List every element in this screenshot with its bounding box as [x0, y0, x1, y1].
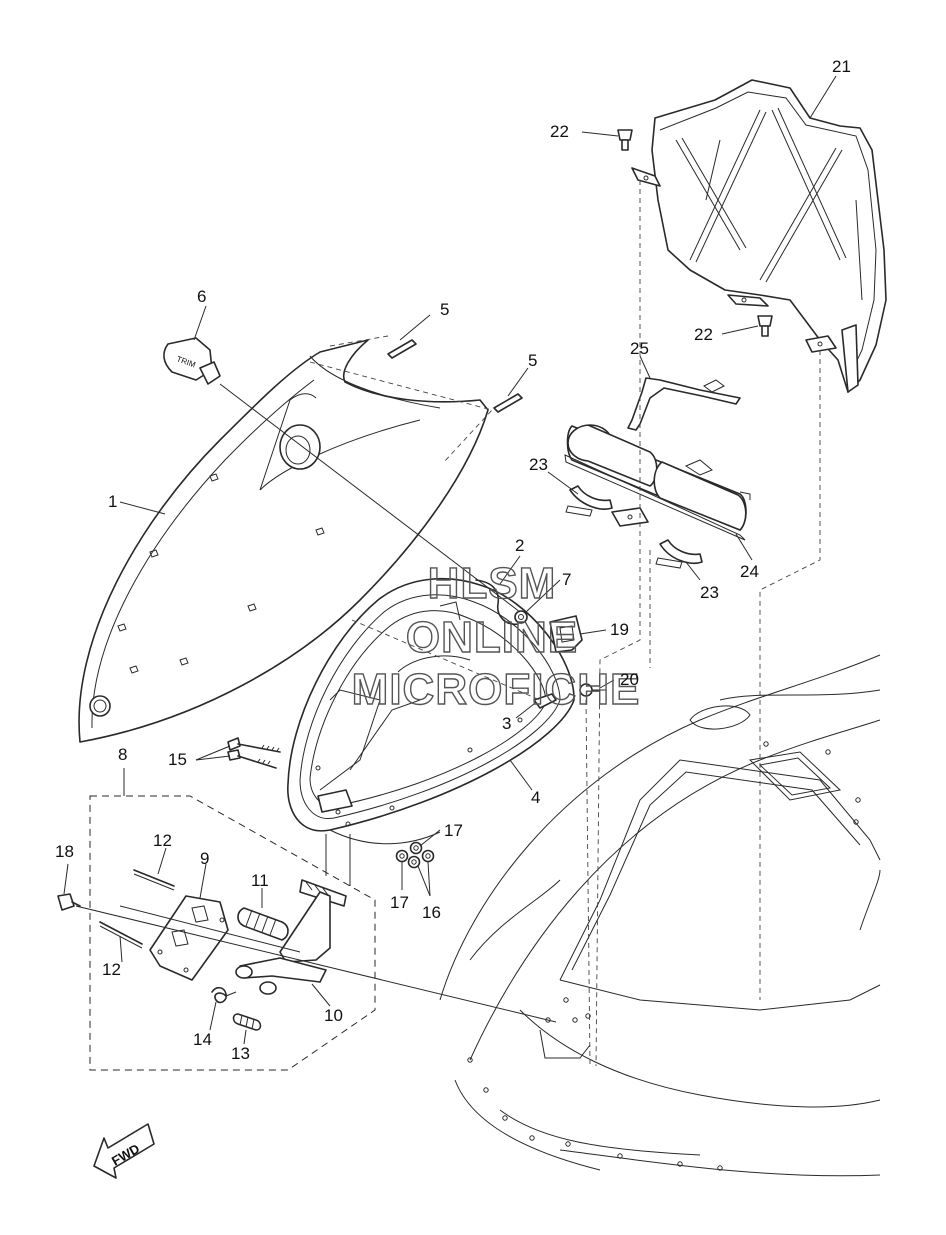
callout-23b: 23: [700, 583, 719, 602]
part-5-pad-lower: [493, 393, 523, 413]
callout-labels: 1 2 3 4 5 5 6 7 8 9 10 11 12 12 13 14 15…: [55, 57, 851, 1063]
part-16-17-nuts: [395, 841, 435, 869]
part-15-bolts: [227, 737, 281, 769]
callout-21: 21: [832, 57, 851, 76]
part-1-hood-cover: [78, 335, 493, 743]
part-18-bolt: [57, 893, 81, 911]
part-6-trim-switch: TRIM: [163, 337, 221, 385]
callout-7: 7: [562, 570, 571, 589]
part-22-clip-lower: [757, 315, 773, 337]
watermark: HLSM ONLINE MICROFICHE: [351, 558, 641, 714]
callout-23a: 23: [529, 455, 548, 474]
part-10-lever: [235, 879, 347, 995]
part-5-pad-upper: [387, 339, 417, 359]
part-19-bracket: [549, 615, 583, 653]
callout-18: 18: [55, 842, 74, 861]
callout-24: 24: [740, 562, 759, 581]
callout-14: 14: [193, 1030, 212, 1049]
hull-deck-outline: [439, 654, 881, 1177]
callout-19: 19: [610, 620, 629, 639]
callout-3: 3: [502, 714, 511, 733]
part-20-screw: [579, 683, 606, 697]
callout-2: 2: [515, 536, 524, 555]
callout-6: 6: [197, 287, 206, 306]
part-23-band-upper: [565, 485, 613, 517]
callout-1: 1: [108, 492, 117, 511]
part-3-bracket: [533, 693, 557, 709]
fwd-direction-badge: FWD: [93, 1123, 155, 1179]
callout-13: 13: [231, 1044, 250, 1063]
part-25-strap: [627, 377, 741, 431]
part-21-cover-panel: [631, 79, 887, 393]
part-12-pin-upper: [133, 869, 175, 891]
watermark-line-1: HLSM: [428, 559, 557, 608]
callout-4: 4: [531, 788, 540, 807]
callout-17b: 17: [390, 893, 409, 912]
part-11-roller: [237, 907, 289, 941]
callout-5a: 5: [440, 300, 449, 319]
callout-8: 8: [118, 745, 127, 764]
watermark-line-3: MICROFICHE: [352, 665, 641, 714]
part-24-cylinder-box: [564, 424, 751, 541]
part-22-clip-upper: [617, 129, 633, 151]
group-8-boundary: [89, 768, 376, 1071]
callout-22a: 22: [550, 122, 569, 141]
leader-lines: [63, 75, 837, 1045]
callout-15: 15: [168, 750, 187, 769]
callout-9: 9: [200, 849, 209, 868]
callout-11: 11: [251, 871, 269, 890]
assembly-dash-lines: [325, 180, 821, 1067]
part-2-cable: [475, 579, 519, 626]
part-14-spring: [211, 986, 237, 1004]
callout-20: 20: [620, 670, 639, 689]
callout-25: 25: [630, 339, 649, 358]
callout-12b: 12: [102, 960, 121, 979]
callout-17a: 17: [444, 821, 463, 840]
callout-16: 16: [422, 903, 441, 922]
callout-5b: 5: [528, 351, 537, 370]
part-12-pin-lower: [99, 921, 143, 949]
part-9-plate: [149, 895, 229, 981]
callout-12a: 12: [153, 831, 172, 850]
watermark-line-2: ONLINE: [406, 613, 578, 662]
callout-22b: 22: [694, 325, 713, 344]
part-4-inner-frame: [287, 577, 575, 845]
callout-10: 10: [324, 1006, 343, 1025]
part-7-nut: [514, 610, 528, 624]
part-23-band-lower: [655, 539, 703, 569]
part-13-spring: [232, 1013, 262, 1031]
